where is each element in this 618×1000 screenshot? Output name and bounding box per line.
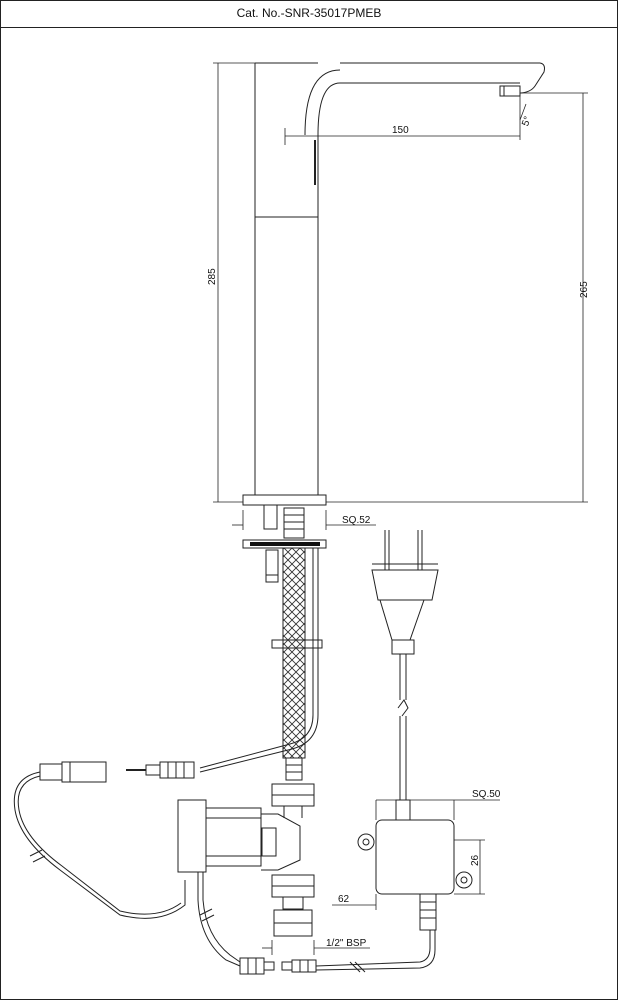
control-box bbox=[357, 819, 473, 931]
braided-hose bbox=[199, 547, 319, 781]
dim-spout-height: 265 bbox=[579, 281, 590, 298]
base-plate bbox=[242, 494, 327, 539]
dim-box-depth: 26 bbox=[470, 854, 481, 866]
valve-connector bbox=[239, 930, 436, 975]
dim-total-height: 285 bbox=[207, 268, 218, 285]
dim-base-square: SQ.52 bbox=[342, 515, 371, 526]
faucet-body bbox=[254, 62, 545, 495]
power-plug bbox=[371, 530, 439, 821]
title-block: Cat. No.-SNR-35017PMEB bbox=[0, 0, 618, 28]
dim-box-width: 62 bbox=[338, 894, 350, 905]
catalog-number: Cat. No.-SNR-35017PMEB bbox=[236, 6, 382, 20]
jack-connector bbox=[13, 761, 195, 919]
dim-spout-reach: 150 bbox=[392, 125, 409, 136]
dim-inlet-thread: 1/2" BSP bbox=[326, 938, 367, 949]
mounting-washer bbox=[242, 539, 327, 649]
dimension-lines bbox=[213, 62, 588, 955]
dim-spout-angle: 5° bbox=[520, 115, 534, 128]
solenoid-valve bbox=[177, 783, 315, 967]
dim-box-square: SQ.50 bbox=[472, 789, 501, 800]
